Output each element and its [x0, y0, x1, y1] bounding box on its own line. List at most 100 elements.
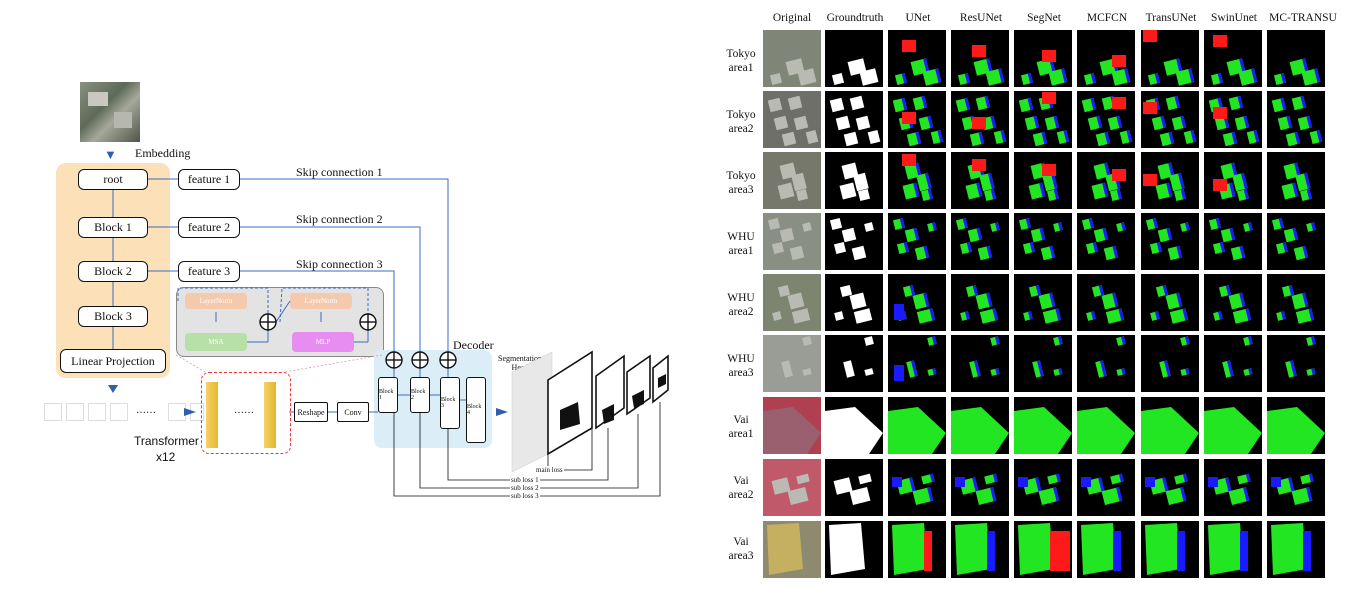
prediction-tile — [1267, 274, 1325, 331]
prediction-tile — [1204, 30, 1262, 87]
original-image-tile — [763, 397, 821, 454]
prediction-tile — [1204, 152, 1262, 209]
prediction-tile — [1141, 152, 1199, 209]
prediction-tile — [951, 521, 1009, 578]
prediction-tile — [1014, 397, 1072, 454]
transformer-bar-1 — [206, 382, 218, 448]
embedding-label: Embedding — [135, 146, 191, 160]
prediction-tile — [1141, 397, 1199, 454]
results-grid: Original Groundtruth UNet ResUNet SegNet… — [720, 0, 1352, 597]
prediction-tile — [1141, 91, 1199, 148]
col-header-original: Original — [772, 12, 812, 24]
reshape-box: Reshape — [294, 402, 328, 422]
decoder-label: Decoder — [453, 338, 494, 352]
linear-projection: Linear Projection — [60, 349, 166, 373]
prediction-tile — [1204, 521, 1262, 578]
groundtruth-tile — [825, 397, 883, 454]
diagram-connectors — [108, 178, 669, 497]
prediction-tile — [951, 213, 1009, 270]
prediction-tile — [1267, 335, 1325, 392]
prediction-tile — [1204, 397, 1262, 454]
decoder-block-2-label: Block 2 — [411, 389, 426, 401]
prediction-tile — [1204, 213, 1262, 270]
prediction-tile — [1204, 459, 1262, 516]
prediction-tile — [1141, 459, 1199, 516]
prediction-tile — [951, 459, 1009, 516]
prediction-tile — [1204, 335, 1262, 392]
original-image-tile — [763, 521, 821, 578]
sub-loss-3-label: sub loss 3 — [510, 492, 540, 500]
layernorm-2: LayerNorm — [290, 293, 352, 309]
groundtruth-tile — [825, 91, 883, 148]
prediction-tile — [1077, 274, 1135, 331]
original-image-tile — [763, 274, 821, 331]
prediction-tile — [888, 397, 946, 454]
prediction-tile — [1077, 521, 1135, 578]
prediction-tile — [951, 91, 1009, 148]
input-image — [80, 82, 140, 142]
groundtruth-tile — [825, 152, 883, 209]
transformer-count: x12 — [156, 450, 176, 464]
prediction-tile — [1141, 274, 1199, 331]
decoder-block-3: Block 3 — [440, 377, 460, 429]
decoder-block-4: Block 4 — [466, 377, 486, 443]
col-header-groundtruth: Groundtruth — [826, 12, 884, 24]
original-image-tile — [763, 152, 821, 209]
col-header-transunet: TransUNet — [1145, 12, 1197, 24]
prediction-tile — [1077, 91, 1135, 148]
prediction-tile — [1077, 335, 1135, 392]
groundtruth-tile — [825, 213, 883, 270]
result-tiles — [720, 0, 1352, 597]
prediction-tile — [1014, 152, 1072, 209]
original-image-tile — [763, 91, 821, 148]
prediction-tile — [888, 335, 946, 392]
token-ellipsis: …… — [136, 405, 156, 416]
groundtruth-tile — [825, 335, 883, 392]
prediction-tile — [1141, 335, 1199, 392]
prediction-tile — [951, 30, 1009, 87]
prediction-tile — [1014, 91, 1072, 148]
prediction-tile — [888, 213, 946, 270]
col-header-segnet: SegNet — [1027, 12, 1061, 24]
transformer-label: Transformer — [134, 434, 199, 448]
prediction-tile — [951, 152, 1009, 209]
decoder-block-1-label: Block 1 — [379, 389, 394, 401]
conv-box: Conv — [337, 402, 369, 422]
prediction-tile — [1204, 91, 1262, 148]
original-image-tile — [763, 213, 821, 270]
prediction-tile — [1267, 521, 1325, 578]
transformer-stack — [201, 372, 291, 454]
prediction-tile — [888, 30, 946, 87]
encoder-block-1: Block 1 — [78, 217, 148, 238]
encoder-block-2: Block 2 — [78, 261, 148, 282]
groundtruth-tile — [825, 521, 883, 578]
groundtruth-tile — [825, 274, 883, 331]
col-header-mc-transu: MC-TRANSU — [1269, 12, 1337, 24]
decoder-block-3-label: Block 3 — [441, 397, 456, 409]
prediction-tile — [888, 91, 946, 148]
encoder-root: root — [78, 169, 148, 190]
decoder-block-1: Block 1 — [378, 377, 398, 413]
prediction-tile — [1014, 335, 1072, 392]
prediction-tile — [1077, 152, 1135, 209]
prediction-tile — [888, 521, 946, 578]
prediction-tile — [1267, 30, 1325, 87]
prediction-tile — [1267, 213, 1325, 270]
prediction-tile — [1077, 30, 1135, 87]
decoder-block-2: Block 2 — [410, 377, 430, 413]
transformer-ellipsis: …… — [234, 405, 254, 416]
sub-loss-2-label: sub loss 2 — [510, 484, 540, 492]
feature-2: feature 2 — [178, 217, 240, 238]
main-loss-label: main loss — [535, 466, 564, 474]
decoder-block-4-label: Block 4 — [467, 404, 482, 416]
prediction-tile — [1267, 91, 1325, 148]
